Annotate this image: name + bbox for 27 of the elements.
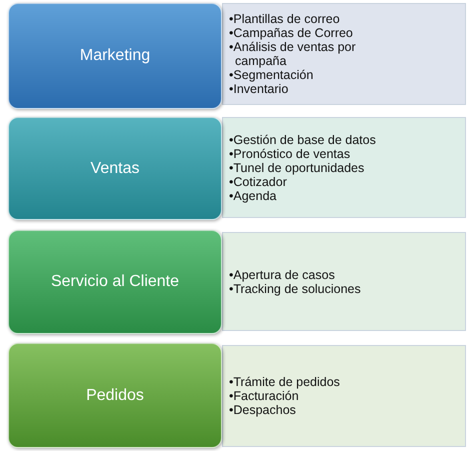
bullet-item: •Pronóstico de ventas: [229, 146, 352, 160]
bullet-item: •Agenda: [229, 188, 278, 202]
bullet-item: •Tunel de oportunidades: [229, 160, 366, 174]
bullet-item: •Campañas de Correo: [229, 26, 354, 40]
category-box: [8, 3, 222, 109]
feature-panel: [222, 117, 466, 218]
bullet-item: •Despachos: [229, 403, 297, 417]
category-label: Ventas: [90, 160, 140, 178]
bullet-item: •Análisis de ventas por campaña: [229, 40, 357, 68]
category-label: Servicio al Cliente: [50, 273, 180, 291]
category-box: [8, 117, 222, 220]
bullet-item: •Plantillas de correo: [229, 12, 341, 26]
category-label: Pedidos: [86, 386, 144, 404]
bullet-item: •Tracking de soluciones: [229, 282, 361, 296]
bullet-item: •Facturación: [229, 389, 300, 403]
bullet-item: •Segmentación: [229, 68, 314, 82]
category-label: Marketing: [80, 47, 150, 65]
feature-panel: [222, 345, 466, 447]
category-box: [8, 343, 222, 448]
feature-panel: [222, 3, 466, 105]
category-box: [8, 230, 222, 334]
bullet-item: •Cotizador: [229, 174, 287, 188]
bullet-item: •Trámite de pedidos: [229, 375, 340, 389]
bullet-item: •Inventario: [229, 82, 290, 96]
bullet-item: •Apertura de casos: [229, 268, 336, 282]
bullet-item: •Gestión de base de datos: [229, 132, 376, 146]
feature-panel: [222, 232, 466, 331]
